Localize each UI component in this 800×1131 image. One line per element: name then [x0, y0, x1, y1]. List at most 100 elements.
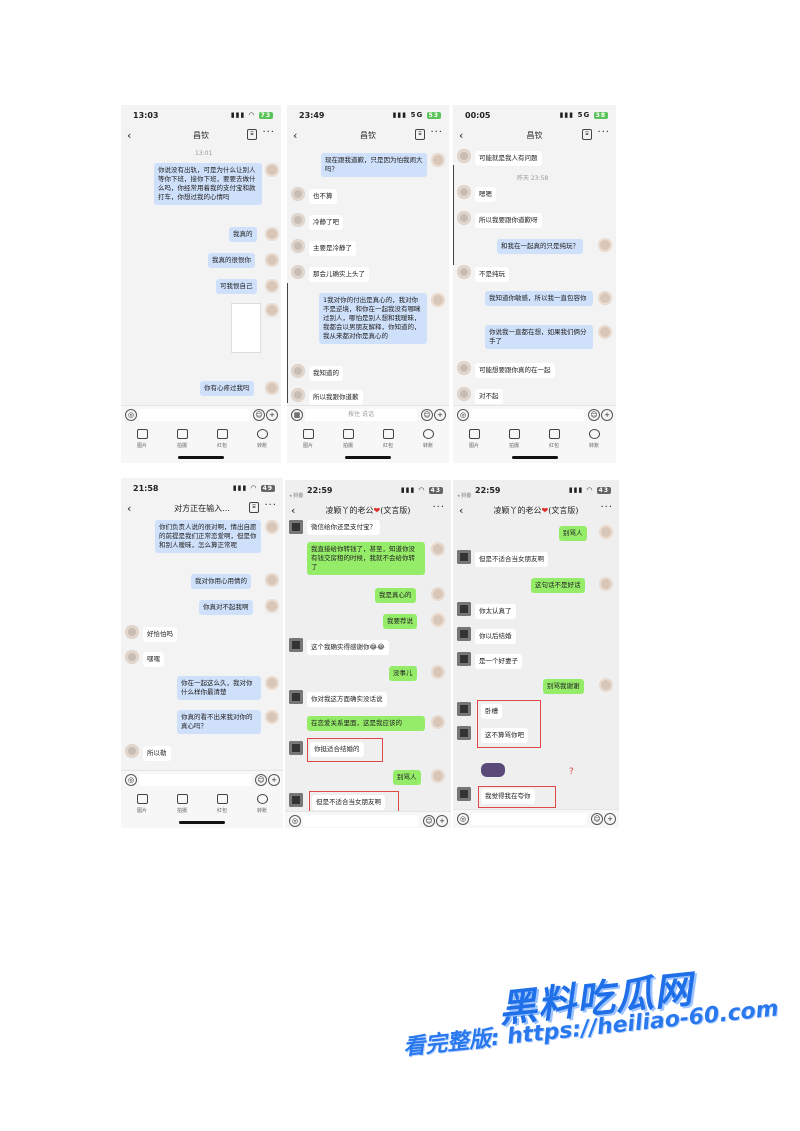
signal-icon: ▮▮▮ ◠ 73	[230, 111, 273, 119]
back-to-app-label[interactable]: ◂ 抖音	[289, 493, 304, 499]
more-options-icon[interactable]: ···	[432, 502, 445, 513]
message-bubble: 1我对你的付出是真心的，我对你不是逆境，和你在一起我没有哪眯过别人，哪怕是别人想…	[319, 293, 427, 344]
chat-header: ‹ 昌钦 ⌸ ···	[453, 127, 616, 145]
emoji-icon[interactable]: ☺	[423, 815, 435, 827]
red-packet-tool[interactable]: 红包	[373, 429, 403, 449]
status-time: 23:49	[299, 111, 325, 120]
back-to-app-label[interactable]: ◂ 抖音	[457, 493, 472, 499]
message-input[interactable]	[471, 813, 587, 825]
voice-icon[interactable]: ◎	[125, 409, 137, 421]
message-input[interactable]	[139, 409, 249, 421]
chat-header: ‹ 凌颖丫的老公❤(文言版) ···	[453, 502, 619, 520]
heart-icon: ❤	[541, 506, 549, 515]
emoji-icon[interactable]: ☺	[588, 409, 600, 421]
plus-icon[interactable]: +	[434, 409, 446, 421]
voice-icon[interactable]: ◎	[125, 774, 137, 786]
avatar	[289, 741, 303, 755]
more-options-icon[interactable]: ···	[262, 127, 275, 138]
back-arrow-icon[interactable]: ‹	[459, 129, 464, 142]
plus-icon[interactable]: +	[266, 409, 278, 421]
message-bubble: 我真的	[229, 227, 257, 242]
back-arrow-icon[interactable]: ‹	[127, 502, 132, 515]
message-bubble: 和我在一起真的只是纯玩？	[497, 239, 583, 254]
photo-tool[interactable]: 图片	[127, 429, 157, 449]
keyboard-icon[interactable]: ▦	[291, 409, 303, 421]
avatar	[431, 613, 445, 627]
avatar	[125, 650, 139, 664]
profile-card-icon[interactable]: ⌸	[249, 502, 259, 513]
message-bubble: 可能就是我人有问题	[475, 151, 542, 166]
avatar	[431, 587, 445, 601]
camera-tool[interactable]: 拍摄	[167, 794, 197, 814]
chat-screen-6: ◂ 抖音 22:59 ▮▮▮ ◠ 43 ‹ 凌颖丫的老公❤(文言版) ··· 别…	[453, 480, 619, 828]
plus-icon[interactable]: +	[604, 813, 616, 825]
image-thumbnail[interactable]	[231, 303, 261, 353]
chat-screen-5: ◂ 抖音 22:59 ▮▮▮ ◠ 43 ‹ 凌颖丫的老公❤(文言版) ··· 微…	[285, 480, 451, 828]
chat-title: 凌颖丫的老公❤(文言版)	[493, 506, 579, 515]
back-arrow-icon[interactable]: ‹	[127, 129, 132, 142]
back-arrow-icon[interactable]: ‹	[293, 129, 298, 142]
more-options-icon[interactable]: ···	[597, 127, 610, 138]
red-packet-tool[interactable]: 红包	[207, 429, 237, 449]
camera-tool[interactable]: 拍摄	[333, 429, 363, 449]
plus-icon[interactable]: +	[601, 409, 613, 421]
emoji-icon[interactable]: ☺	[421, 409, 433, 421]
transfer-icon	[256, 794, 268, 804]
avatar	[457, 652, 471, 666]
red-packet-tool[interactable]: 红包	[207, 794, 237, 814]
chat-header: ‹ 昌钦 ⌸ ···	[287, 127, 449, 145]
voice-icon[interactable]: ◎	[457, 813, 469, 825]
message-bubble: 你说没有出轨，可是为什么让别人等你下班，接你下班，要要去做什么吗，你经常用着我的…	[154, 163, 262, 205]
camera-tool[interactable]: 拍摄	[499, 429, 529, 449]
plus-icon[interactable]: +	[436, 815, 448, 827]
transfer-tool[interactable]: 转账	[247, 794, 277, 814]
back-arrow-icon[interactable]: ‹	[291, 504, 296, 517]
avatar	[265, 599, 279, 613]
chat-header: ‹ 昌钦 ⌸ ···	[121, 127, 281, 145]
back-arrow-icon[interactable]: ‹	[459, 504, 464, 517]
voice-icon[interactable]: ◎	[289, 815, 301, 827]
transfer-tool[interactable]: 转账	[579, 429, 609, 449]
more-options-icon[interactable]: ···	[430, 127, 443, 138]
message-bubble: 所以我要跟你道歉呀	[475, 213, 542, 228]
profile-card-icon[interactable]: ⌸	[582, 129, 592, 140]
red-packet-tool[interactable]: 红包	[539, 429, 569, 449]
message-input[interactable]	[471, 409, 584, 421]
avatar	[457, 265, 471, 279]
message-bubble: 对不起	[475, 389, 503, 404]
voice-icon[interactable]: ◎	[457, 409, 469, 421]
transfer-tool[interactable]: 转账	[413, 429, 443, 449]
avatar	[265, 676, 279, 690]
message-bubble: 在恋爱关系里面，这是我应该的	[307, 716, 425, 731]
red-packet-icon	[216, 794, 228, 804]
emoji-icon[interactable]: ☺	[591, 813, 603, 825]
emoji-icon[interactable]: ☺	[253, 409, 265, 421]
transfer-tool[interactable]: 转账	[247, 429, 277, 449]
photo-tool[interactable]: 图片	[459, 429, 489, 449]
profile-card-icon[interactable]: ⌸	[247, 129, 257, 140]
photo-tool[interactable]: 图片	[127, 794, 157, 814]
more-options-icon[interactable]: ···	[600, 502, 613, 513]
more-options-icon[interactable]: ···	[264, 500, 277, 511]
avatar	[289, 638, 303, 652]
hold-to-talk-button[interactable]: 按住 说话	[305, 409, 417, 421]
message-input[interactable]	[139, 774, 251, 786]
status-time: 13:03	[133, 111, 159, 120]
plus-icon[interactable]: +	[268, 774, 280, 786]
input-bar: ◎ ☺ +	[121, 770, 283, 789]
signal-icon: ▮▮▮ ◠ 49	[232, 484, 275, 492]
status-time: 22:59	[307, 486, 333, 495]
battery-icon: 43	[428, 487, 443, 494]
sticker-image[interactable]	[481, 763, 505, 777]
message-bubble: 你们负责人说的很对啊，情出自愿的前提是我们正常恋爱啊，但是你和别人暧昧，怎么算正…	[155, 520, 261, 553]
photo-tool[interactable]: 图片	[293, 429, 323, 449]
emoji-icon[interactable]: ☺	[255, 774, 267, 786]
profile-card-icon[interactable]: ⌸	[415, 129, 425, 140]
message-bubble: 但是不适合当女朋友啊	[475, 552, 548, 567]
message-bubble: 我知道的	[309, 366, 343, 381]
battery-icon: 73	[258, 112, 273, 119]
message-bubble: 但是不适合当女朋友啊	[312, 795, 385, 810]
message-input[interactable]	[303, 815, 419, 827]
message-bubble: 所以勒	[143, 746, 171, 761]
camera-tool[interactable]: 拍摄	[167, 429, 197, 449]
